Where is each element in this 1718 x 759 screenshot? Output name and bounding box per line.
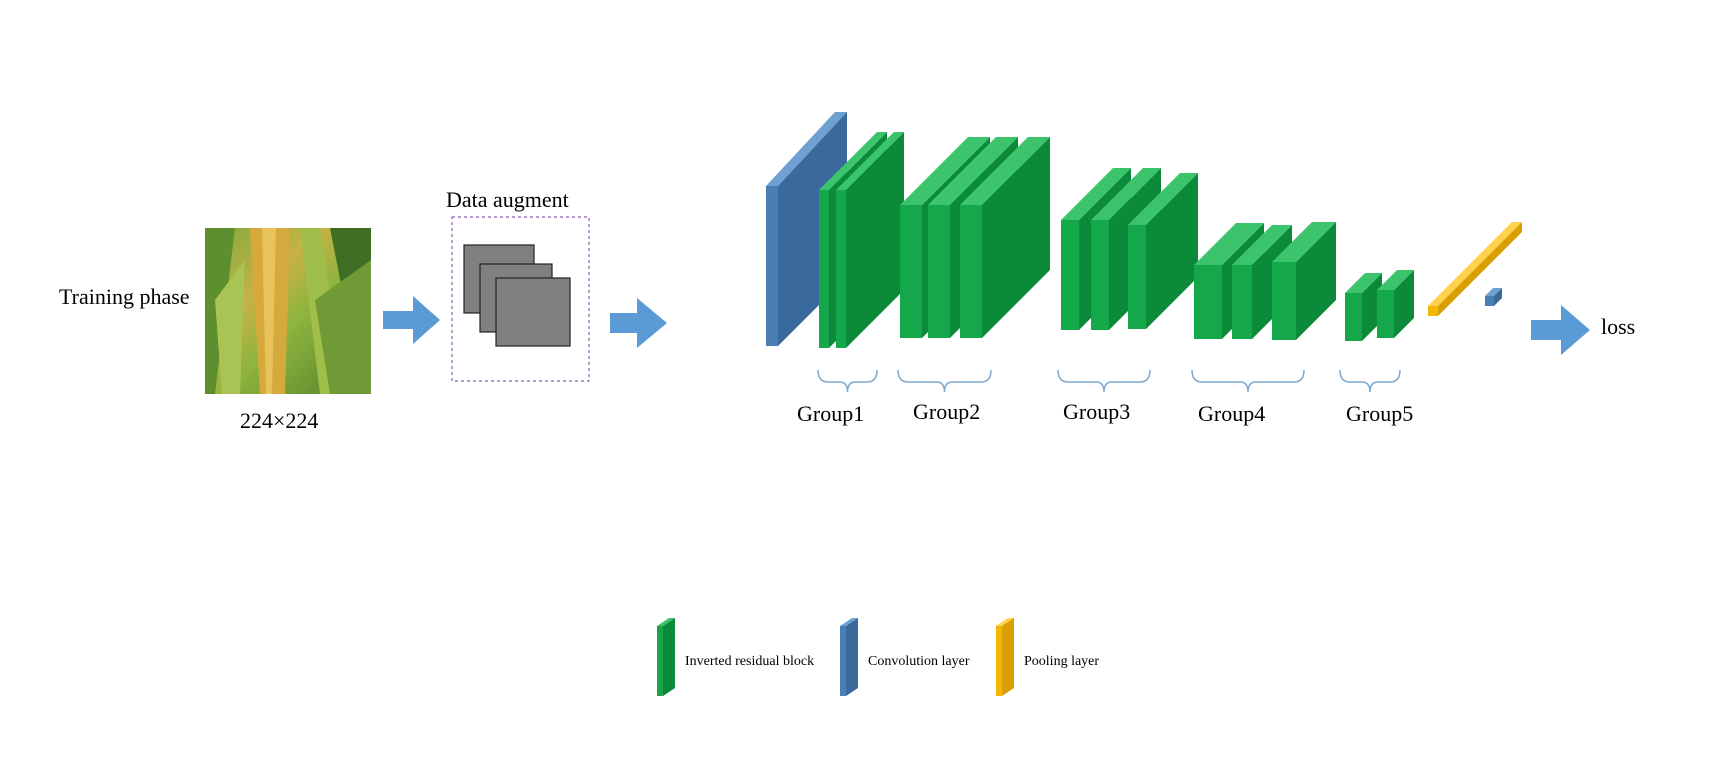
group3-label: Group3 — [1063, 399, 1131, 424]
training-phase-label: Training phase — [59, 284, 190, 309]
augment-box — [451, 216, 590, 382]
inverted-residual-block — [1272, 222, 1336, 340]
group-brace — [817, 369, 878, 393]
inverted-residual-block — [1345, 273, 1382, 341]
legend-convolution-label: Convolution layer — [868, 654, 970, 669]
pooling-layer — [1428, 222, 1522, 316]
group1-label: Group1 — [797, 401, 865, 426]
arrow-to-loss — [1531, 305, 1590, 355]
fc-layer — [1485, 288, 1502, 306]
group-brace — [897, 369, 992, 393]
group4-label: Group4 — [1198, 401, 1266, 426]
group5-label: Group5 — [1346, 401, 1414, 426]
group2-label: Group2 — [913, 399, 981, 424]
inverted-residual-block — [1377, 270, 1414, 338]
group-brace — [1191, 369, 1305, 393]
arrow-to-augment — [383, 296, 440, 344]
legend-inverted-residual-label: Inverted residual block — [685, 654, 815, 669]
group-brace — [1339, 369, 1401, 393]
data-augment-label: Data augment — [446, 187, 569, 212]
legend-glyph-inverted-residual — [657, 618, 675, 696]
inverted-residual-block — [836, 132, 904, 348]
legend-glyph-convolution — [840, 618, 858, 696]
input-leaf-image — [205, 228, 371, 394]
arrow-to-network — [610, 298, 667, 348]
legend-glyph-pooling — [996, 618, 1014, 696]
inverted-residual-block — [960, 137, 1050, 338]
augment-frame-3 — [495, 277, 571, 347]
input-size-label: 224×224 — [240, 408, 319, 433]
loss-label: loss — [1601, 314, 1636, 339]
legend-pooling-label: Pooling layer — [1024, 654, 1100, 669]
group-brace — [1057, 369, 1151, 393]
inverted-residual-block — [1128, 173, 1198, 329]
